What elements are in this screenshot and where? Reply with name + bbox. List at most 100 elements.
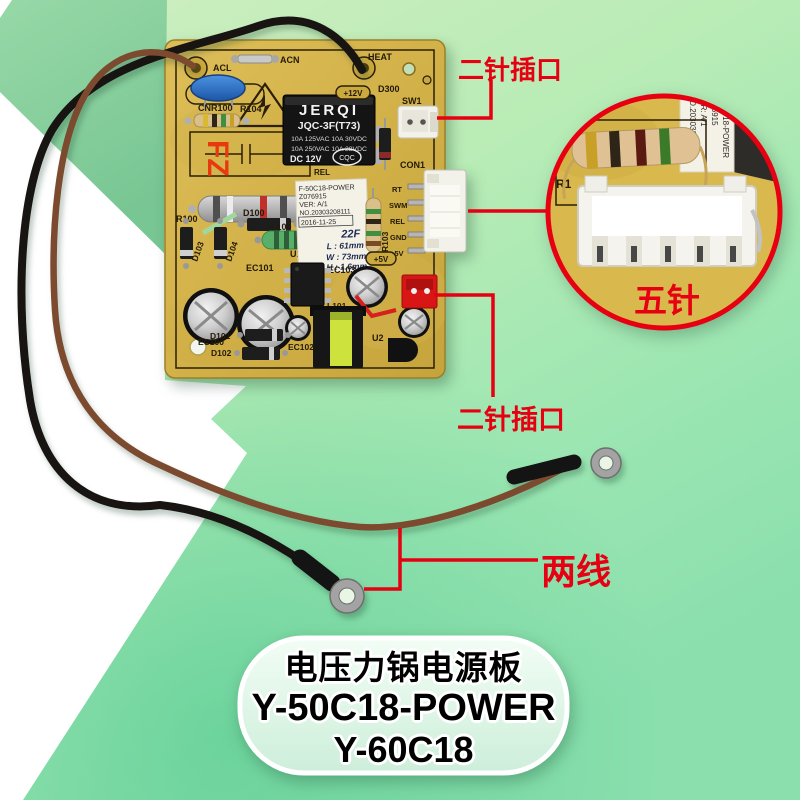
diode-d103: [180, 218, 193, 269]
five-pin-inset: F-50C18-POWER Z076915 VER: A/1 NO.203032…: [545, 93, 783, 331]
inset-sticker-number: NO.20303208111: [688, 94, 697, 157]
line-top-two-pin: [437, 80, 493, 120]
brown-ring-terminal: [590, 447, 622, 479]
silk-fz-mark: FZ: [201, 140, 234, 177]
annotation-lines: [364, 80, 546, 591]
transistor-u2: [388, 338, 418, 362]
cqc-text: CQC: [339, 155, 355, 162]
handwritten-height: H : 1.6mm: [326, 261, 367, 272]
label-sw1: SW1: [402, 96, 422, 106]
resistor-r103: [365, 188, 382, 262]
diode-d102: [234, 347, 288, 360]
pcb-board: ACL ACN HEAT CNR100 R104: [164, 39, 467, 379]
annotation-five-pin: 五针: [634, 282, 700, 319]
annotation-mid-two-pin: 二针插口: [457, 405, 565, 435]
spec-sticker: F-50C18-POWER Z076915 VER: A/1 NO.203032…: [294, 178, 371, 274]
label-ec103: EC103: [328, 265, 356, 275]
inset-sticker-model: F-50C18-POWER: [721, 94, 730, 158]
model-card-title: 电压力锅电源板: [284, 649, 523, 686]
label-5v-badge: +5V: [374, 255, 389, 264]
line-two-wires: [364, 528, 538, 591]
model-card-text: 电压力锅电源板 Y-50C18-POWER Y-60C18: [240, 649, 567, 770]
label-ec102: EC102: [288, 342, 314, 352]
label-pin-rel: REL: [390, 217, 405, 226]
transformer-l101: [310, 306, 366, 368]
inset-sticker-version: VER: A/1: [699, 94, 708, 127]
relay-coil: DC 12V: [290, 154, 322, 164]
brown-wire: [50, 49, 564, 531]
con1-connector: [407, 169, 467, 254]
plated-hole: [402, 62, 416, 76]
red-jumper-wire: [354, 294, 397, 319]
red-two-pin-connector: [401, 274, 438, 309]
black-wire: [17, 16, 366, 574]
handwritten-width: W : 73mm: [326, 251, 367, 262]
cap-ec102: [285, 315, 311, 341]
label-l100: L100: [271, 222, 292, 232]
relay-rating2: 10A 250VAC 10A 28VDC: [291, 146, 367, 153]
model-card: [237, 635, 570, 776]
black-ring-terminal: [329, 578, 365, 614]
label-ec101: EC101: [246, 263, 274, 273]
model-card-model1: Y-50C18-POWER: [251, 686, 556, 729]
acn-jumper: [237, 54, 273, 64]
handwritten-cap: 22F: [340, 228, 361, 241]
diode-d300: [379, 118, 391, 170]
cap-ec104: [398, 306, 430, 338]
inset-pin-wire: [750, 209, 762, 253]
label-acn: ACN: [280, 55, 300, 65]
label-heat: HEAT: [368, 52, 392, 62]
silk-cap-symbol: [205, 144, 295, 164]
label-d100: D100: [243, 208, 265, 218]
diode-d101: [237, 329, 291, 341]
relay-brand: JERQI: [299, 102, 359, 119]
inset-resistor: [562, 126, 708, 200]
relay: JERQI JQC-3F(T73) 10A 125VAC 10A 30VDC 1…: [282, 94, 382, 166]
sticker-date: 2016-11-25: [301, 219, 337, 227]
ic-u1: [284, 262, 331, 307]
inset-sticker-serial: Z076915: [710, 94, 719, 126]
inset-red-circle: [545, 93, 783, 331]
label-cnr100: CNR100: [198, 103, 233, 113]
label-u1: U1: [290, 249, 302, 259]
label-d101: D101: [210, 331, 231, 341]
sw1-connector: [397, 105, 439, 139]
handwritten-length: L : 61mm: [327, 240, 365, 251]
label-pin-rt: RT: [392, 185, 402, 194]
label-rel: REL: [314, 168, 330, 177]
line-mid-two-pin: [434, 293, 495, 397]
diode-d104: [214, 218, 227, 269]
cap-ec103: [346, 266, 388, 308]
model-card-model2: Y-60C18: [333, 728, 474, 770]
green-triangle: [0, 0, 167, 253]
label-u2: U2: [372, 333, 384, 343]
relay-rating1: 10A 125VAC 10A 30VDC: [291, 136, 367, 143]
sticker-number: NO.20303208111: [299, 208, 351, 217]
sticker-serial: Z076915: [299, 193, 327, 201]
cqc-logo: [332, 148, 362, 166]
small-hole: [422, 75, 432, 85]
resistor-r100: [188, 195, 321, 223]
warning-triangle-icon: [233, 82, 297, 128]
v5-badge: +5V: [365, 251, 397, 266]
wires: [17, 16, 622, 614]
label-pin-swm: SWM: [389, 201, 407, 210]
annotation-top-two-pin: 二针插口: [458, 55, 563, 85]
v12-badge: +12V: [335, 85, 371, 100]
sticker-model: F-50C18-POWER: [299, 184, 355, 193]
relay-model: JQC-3F(T73): [298, 120, 360, 132]
label-acl: ACL: [213, 63, 232, 73]
label-r104: R104: [240, 104, 262, 114]
label-ec100: EC100: [198, 337, 224, 347]
resistor-r104: [184, 113, 250, 128]
diode-d100: [237, 218, 301, 231]
label-pin-gnd: GND: [390, 233, 407, 242]
label-r103: R103: [380, 231, 390, 252]
sticker-version: VER: A/1: [299, 201, 328, 209]
label-12v: +12V: [344, 89, 364, 98]
brown-wire-sleeve: [506, 454, 582, 485]
cap-ec100: [183, 288, 239, 344]
label-con1: CON1: [400, 160, 425, 170]
